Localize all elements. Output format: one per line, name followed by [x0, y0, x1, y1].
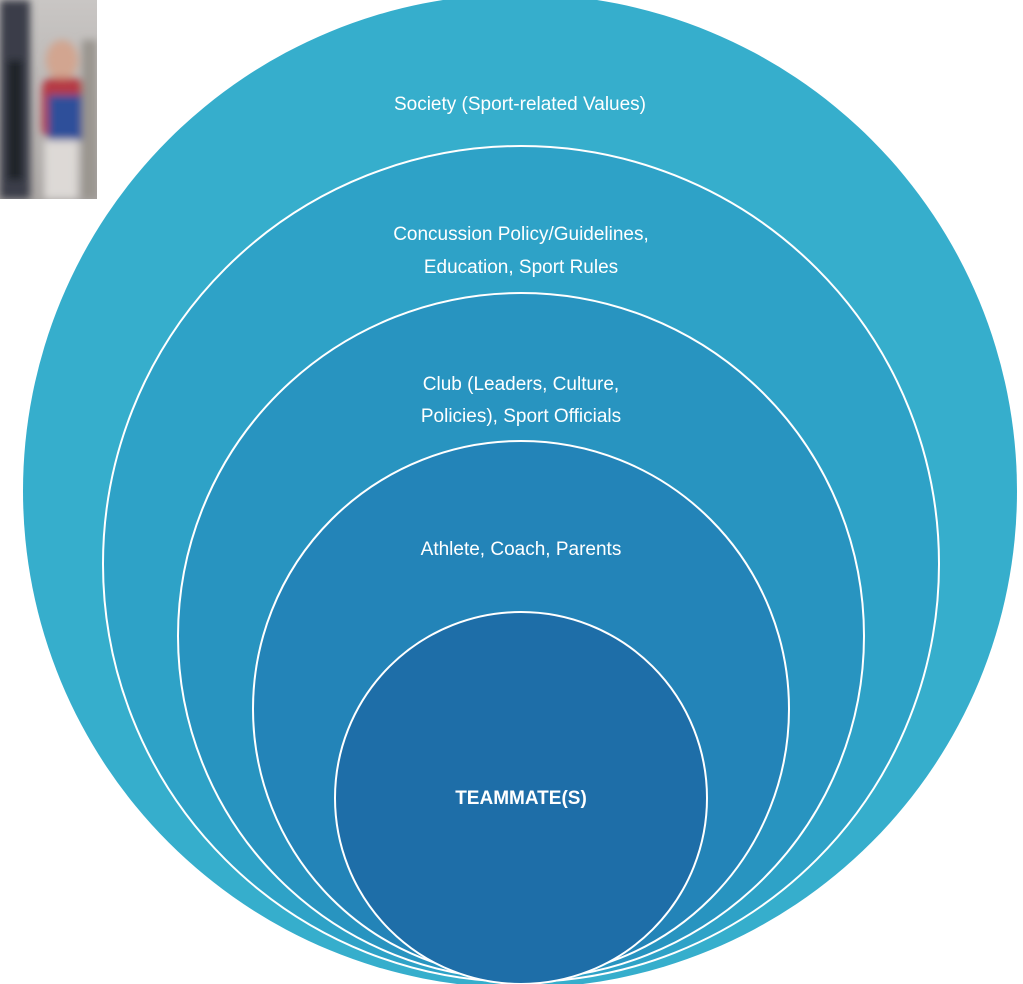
ring-athlete-coach-parents-label-line-1: Athlete, Coach, Parents — [421, 539, 622, 560]
ring-policy-education-label-line-2: Education, Sport Rules — [424, 257, 618, 278]
circle-teammates-label-line-1: TEAMMATE(S) — [455, 788, 587, 809]
ring-policy-education-label-line-1: Concussion Policy/Guidelines, — [393, 224, 649, 245]
circle-teammates — [334, 611, 708, 984]
ring-club-label-line-1: Club (Leaders, Culture, — [423, 374, 619, 395]
ring-society-label-line-1: Society (Sport-related Values) — [394, 94, 646, 115]
ring-club-label-line-2: Policies), Sport Officials — [421, 406, 621, 427]
athletes-photo — [0, 0, 97, 199]
